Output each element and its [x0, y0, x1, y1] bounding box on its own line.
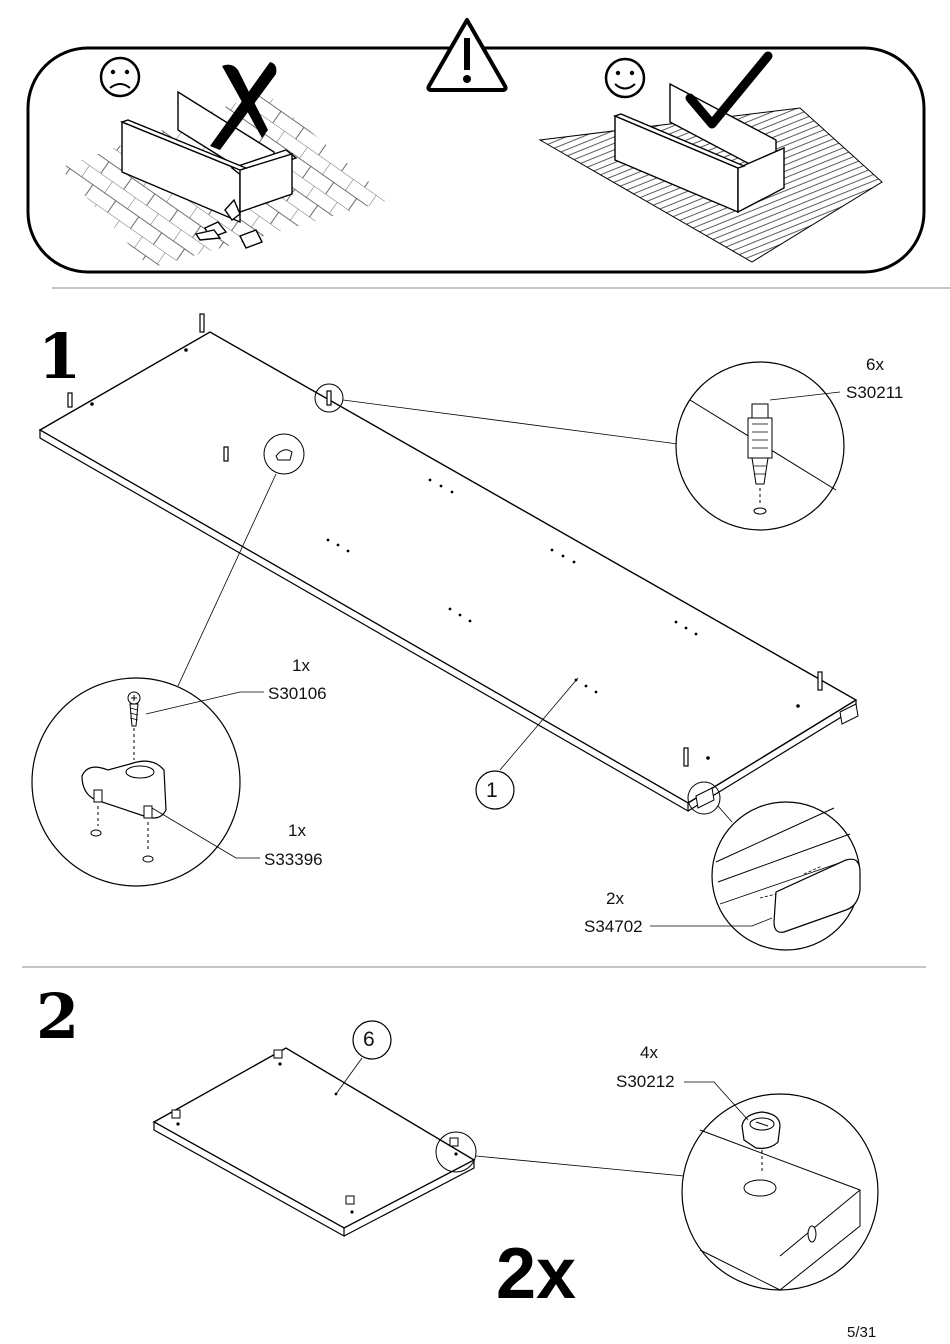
callout-qty: 4x [640, 1043, 658, 1062]
sad-face-icon [99, 56, 141, 98]
zoom-cam-bolt [675, 361, 845, 531]
callout-qty: 6x [866, 355, 884, 374]
repeat-multiplier: 2x [496, 1234, 577, 1314]
step1-panel-illustration [38, 313, 859, 823]
part-number: 6 [363, 1028, 375, 1051]
callout-code: S30211 [846, 383, 904, 402]
part-number-circle [475, 770, 515, 810]
callout-code: S30212 [616, 1072, 675, 1091]
zoom-cam-lock [681, 1081, 879, 1291]
step-number: 1 [38, 320, 82, 393]
correct-check-mark-icon [685, 51, 773, 129]
step-number: 2 [36, 980, 80, 1053]
warning-triangle-icon [426, 18, 508, 92]
callout-code: S33396 [264, 850, 323, 869]
callout-qty: 2x [606, 889, 624, 908]
happy-face-icon [604, 57, 646, 99]
callout-qty: 1x [288, 821, 306, 840]
callout-qty: 1x [292, 656, 310, 675]
warning-banner [26, 18, 926, 274]
part-number-circle [352, 1020, 392, 1060]
dowel-pins [67, 313, 823, 767]
hole-dots [90, 348, 800, 760]
part-number: 1 [486, 779, 498, 802]
zoom-glide [650, 801, 861, 951]
wrong-x-mark-icon [210, 62, 277, 150]
callout-code: S30106 [268, 684, 327, 703]
callout-code: S34702 [584, 917, 643, 936]
page-number: 5/31 [847, 1324, 877, 1341]
step2-panel-illustration [152, 1047, 685, 1238]
zoom-screw-bracket [31, 677, 264, 887]
